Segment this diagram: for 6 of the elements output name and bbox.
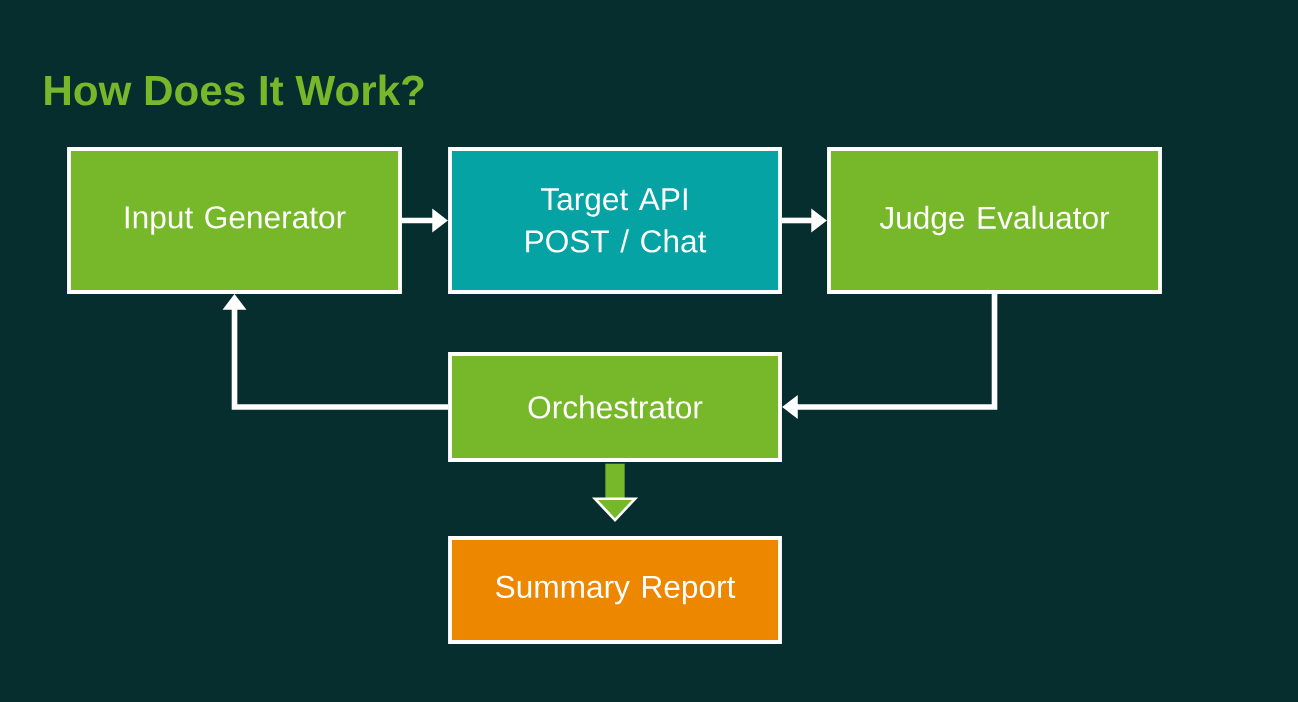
title: How Does It Work? [45,74,424,106]
process-box: Target API POST / Chat [448,147,782,294]
process-box: Judge Evaluator [827,147,1162,294]
process-box: Summary Report [448,536,782,644]
process-box: Input Generator [67,147,402,294]
process-box: Orchestrator [448,352,782,462]
